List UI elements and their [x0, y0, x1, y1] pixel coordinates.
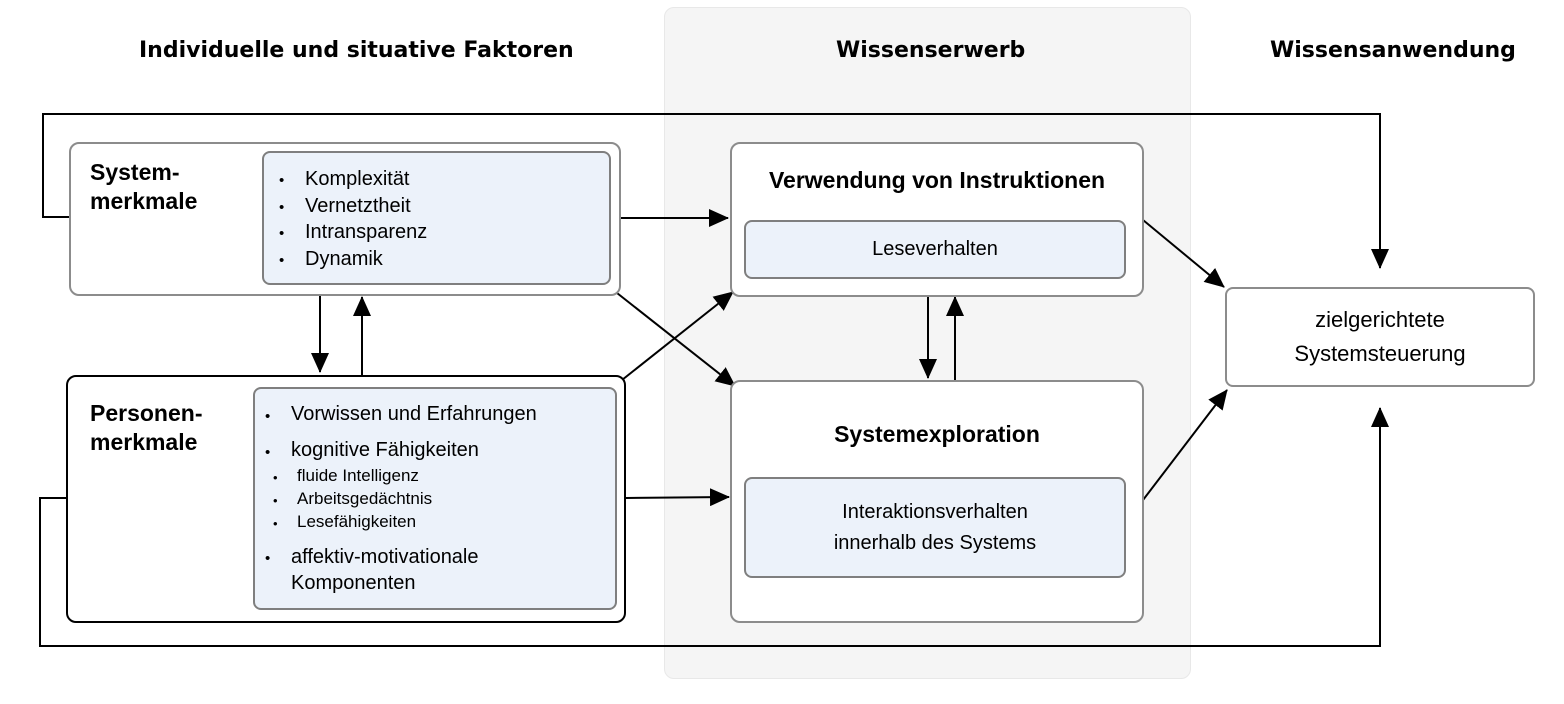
person-features-title-line1: Personen-: [90, 400, 203, 426]
list-item: kognitive Fähigkeiten: [250, 438, 479, 465]
sub-list-item: fluide Intelligenz: [250, 464, 432, 489]
person-features-list-cognitive: kognitive Fähigkeiten: [250, 438, 479, 465]
arrow-system-to-exploration: [616, 292, 736, 387]
system-features-list: Komplexität Vernetztheit Intransparenz D…: [264, 166, 609, 274]
goal-directed-control-box: zielgerichtete Systemsteuerung: [1225, 287, 1535, 387]
sub-list-item: Lesefähigkeiten: [250, 510, 432, 535]
person-features-title-line2: merkmale: [90, 428, 198, 455]
header-knowledge-application: Wissensanwendung: [1270, 38, 1516, 63]
list-item: Vorwissen und Erfahrungen: [250, 402, 537, 429]
system-features-title-line1: System-: [90, 159, 180, 185]
exploration-box: Systemexploration Interaktionsverhalten …: [730, 380, 1144, 623]
list-item: Intransparenz: [264, 219, 609, 247]
system-features-title-line2: merkmale: [90, 187, 198, 214]
person-features-list: Vorwissen und Erfahrungen: [250, 402, 537, 429]
header-individual-factors: Individuelle und situative Faktoren: [139, 38, 574, 63]
system-features-list-box: Komplexität Vernetztheit Intransparenz D…: [262, 151, 611, 285]
outcome-line1: zielgerichtete: [1315, 307, 1445, 332]
arrow-person-to-exploration: [625, 488, 730, 507]
system-features-box: System- merkmale Komplexität Vernetzthei…: [69, 142, 621, 296]
arrow-exploration-to-outcome: [1142, 389, 1228, 501]
person-features-list-box: Vorwissen und Erfahrungen kognitive Fähi…: [253, 387, 617, 610]
person-features-box: Personen- merkmale Vorwissen und Erfahru…: [66, 375, 626, 623]
exploration-title: Systemexploration: [834, 421, 1040, 447]
header-knowledge-acquisition: Wissenserwerb: [836, 38, 1026, 63]
list-item: Komplexität: [264, 166, 609, 194]
outcome-line2: Systemsteuerung: [1294, 341, 1466, 366]
list-item: Dynamik: [264, 246, 609, 273]
interaction-behavior-line1: Interaktionsverhalten: [842, 500, 1028, 523]
interaction-behavior-line2: innerhalb des Systems: [833, 531, 1037, 554]
list-item: Vernetztheit: [264, 193, 609, 220]
list-item-line2: Komponenten: [291, 572, 416, 594]
sub-list-item: Arbeitsgedächtnis: [250, 487, 432, 512]
reading-behavior-box: Leseverhalten: [744, 220, 1126, 279]
instructions-box: Verwendung von Instruktionen Leseverhalt…: [730, 142, 1144, 297]
cognitive-sub-list: fluide Intelligenz Arbeitsgedächtnis Les…: [250, 464, 432, 535]
list-item-line1: affektiv-motivationale: [291, 546, 479, 568]
interaction-behavior-box: Interaktionsverhalten innerhalb des Syst…: [744, 477, 1126, 578]
person-features-list-affective: affektiv-motivationale Komponenten: [250, 544, 479, 596]
arrow-instructions-to-outcome: [1142, 219, 1225, 288]
system-features-title: System- merkmale: [90, 158, 197, 215]
loop-bottom-line: [39, 407, 1389, 647]
loop-top-line: [42, 113, 1389, 269]
instructions-title: Verwendung von Instruktionen: [768, 167, 1106, 193]
arrow-person-to-instructions: [621, 291, 734, 381]
person-features-title: Personen- merkmale: [90, 399, 202, 456]
list-item: affektiv-motivationale Komponenten: [250, 544, 479, 596]
